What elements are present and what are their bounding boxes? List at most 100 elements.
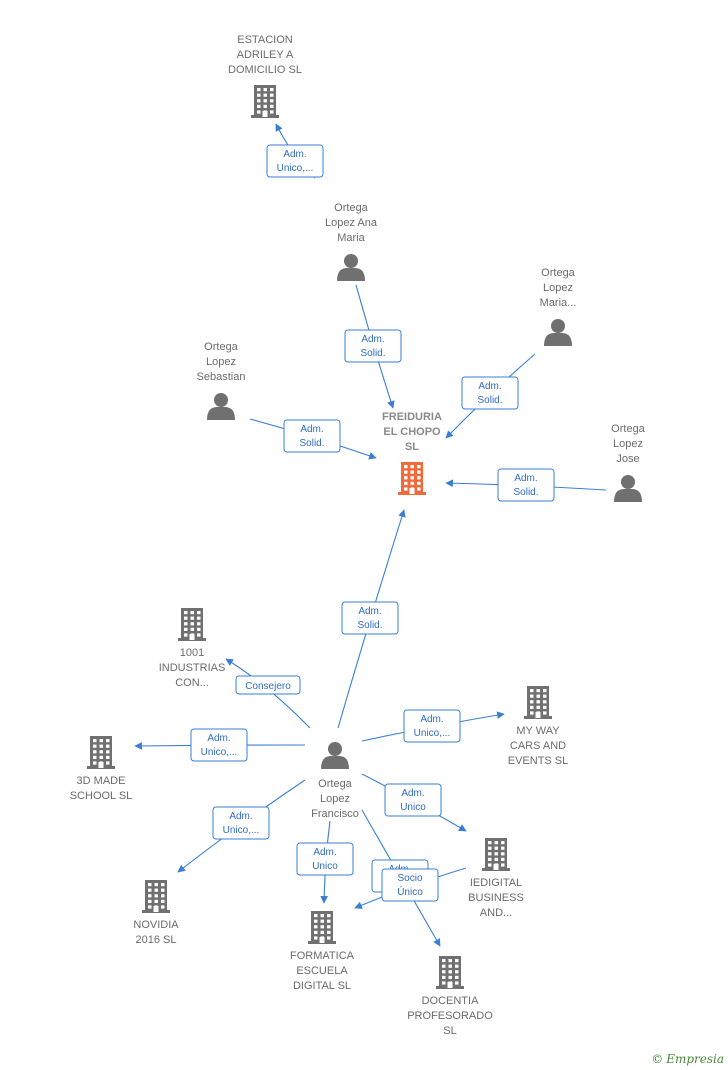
node-label: 2016 SL xyxy=(136,934,177,946)
edge-label-francisco-novidia[interactable]: Adm. Unico,... xyxy=(212,806,270,840)
edge-label-box xyxy=(266,144,324,178)
node-label: SL xyxy=(405,441,419,453)
edge-label-text: Único xyxy=(397,885,423,898)
node-label: Ortega xyxy=(204,341,239,353)
node-label: MY WAY xyxy=(516,725,560,737)
edge-label-text: Adm. xyxy=(313,847,336,858)
edge-label-francisco-freiduria[interactable]: Adm. Solid. xyxy=(341,601,399,635)
node-label: 1001 xyxy=(180,647,204,659)
node-label: INDUSTRIAS xyxy=(159,662,226,674)
node-label: DIGITAL SL xyxy=(293,980,351,992)
node-label: Lopez xyxy=(613,438,643,450)
edge-label-box xyxy=(190,728,248,762)
node-label: Francisco xyxy=(311,808,359,820)
edge-label-francisco-formatica[interactable]: Adm. Unico xyxy=(296,842,354,876)
edge-label-text: Consejero xyxy=(245,681,291,692)
edge-label-text: Adm. xyxy=(229,811,252,822)
node-label: Jose xyxy=(616,453,639,465)
edge-label-box xyxy=(403,709,461,743)
person-node-mariaa[interactable]: OrtegaLopezMaria... xyxy=(540,267,577,346)
edge-label-ana-freiduria[interactable]: Adm. Solid. xyxy=(344,329,402,363)
node-label: DOCENTIA xyxy=(422,995,480,1007)
node-label: Lopez Ana xyxy=(325,217,378,229)
edge-label-ana-estacion[interactable]: Adm.Unico,... xyxy=(266,144,324,178)
edge-label-text: Adm. xyxy=(401,788,424,799)
edge-label-box xyxy=(341,601,399,635)
node-label: NOVIDIA xyxy=(133,919,179,931)
edge-label-text: Unico,... xyxy=(414,728,451,739)
edge-label-text: Solid. xyxy=(299,438,324,449)
building-icon xyxy=(398,462,426,495)
edge-label-mariaa-freiduria[interactable]: Adm. Solid. xyxy=(461,376,519,410)
edge-label-text: Solid. xyxy=(357,620,382,631)
node-label: EL CHOPO xyxy=(383,426,441,438)
person-icon xyxy=(544,319,572,346)
edge-label-jose-freiduria[interactable]: Adm.Solid. xyxy=(497,468,555,502)
node-label: FORMATICA xyxy=(290,950,355,962)
node-label: SL xyxy=(443,1025,456,1037)
company-node-novidia[interactable]: NOVIDIA 2016 SL xyxy=(133,880,179,946)
edge-label-text: Adm. xyxy=(478,381,501,392)
edge-label-text: Solid. xyxy=(360,348,385,359)
edge-label-text: Unico,... xyxy=(201,747,238,758)
node-label: Lopez xyxy=(543,282,573,294)
building-icon xyxy=(482,838,510,871)
edge-label-box xyxy=(381,868,439,902)
edge-label-box xyxy=(384,783,442,817)
node-label: Sebastian xyxy=(197,371,246,383)
building-icon xyxy=(178,608,206,641)
node-label: Lopez xyxy=(206,356,236,368)
node-label: AND... xyxy=(480,907,512,919)
edge-label-text: Adm. xyxy=(207,733,230,744)
edge-label-box xyxy=(212,806,270,840)
edge-label-text: Adm. xyxy=(420,714,443,725)
edge-label-text: Unico xyxy=(312,861,338,872)
building-icon xyxy=(436,956,464,989)
edge-label-sebastian-freiduria[interactable]: Adm.Solid. xyxy=(283,419,341,453)
node-label: Maria... xyxy=(540,297,577,309)
edge-label-francisco-iedigital[interactable]: Adm. Unico xyxy=(384,783,442,817)
edge-label-box xyxy=(296,842,354,876)
edge-label-text: Adm. xyxy=(361,334,384,345)
edge-label-text: Unico xyxy=(400,802,426,813)
node-label: Maria xyxy=(337,232,365,244)
edge-label-text: Solid. xyxy=(477,395,502,406)
edge-label-box xyxy=(235,675,301,695)
building-icon xyxy=(142,880,170,913)
company-node-iedigital[interactable]: IEDIGITALBUSINESSAND... xyxy=(468,838,524,919)
edge-label-francisco-made3d[interactable]: Adm. Unico,... xyxy=(190,728,248,762)
node-label: 3D MADE xyxy=(77,775,126,787)
node-label: DOMICILIO SL xyxy=(228,64,302,76)
brand-name: Empresia xyxy=(666,1052,724,1066)
edge-label-text: Adm. xyxy=(358,606,381,617)
edge-label-text: Unico,... xyxy=(223,825,260,836)
node-label: ESCUELA xyxy=(296,965,348,977)
person-icon xyxy=(337,254,365,281)
edge-label-francisco-myway[interactable]: Adm. Unico,... xyxy=(403,709,461,743)
node-label: FREIDURIA xyxy=(382,411,442,423)
edge-label-box xyxy=(497,468,555,502)
edge-label-text: Socio xyxy=(397,873,422,884)
company-node-formatica[interactable]: FORMATICA ESCUELA DIGITAL SL xyxy=(290,911,355,992)
node-label: Ortega xyxy=(318,778,353,790)
copyright-icon: © xyxy=(651,1052,664,1066)
building-icon xyxy=(87,736,115,769)
edge-label-francisco-industrias[interactable]: Consejero xyxy=(235,675,301,695)
building-icon xyxy=(308,911,336,944)
node-label: CARS AND xyxy=(510,740,566,752)
company-node-docentia[interactable]: DOCENTIA PROFESORADO SL xyxy=(407,956,493,1037)
company-node-freiduria[interactable]: FREIDURIA EL CHOPO SL xyxy=(382,411,442,495)
brand-logo: ©Empresia xyxy=(651,1052,724,1066)
node-label: CON... xyxy=(175,677,209,689)
node-label: PROFESORADO xyxy=(407,1010,493,1022)
